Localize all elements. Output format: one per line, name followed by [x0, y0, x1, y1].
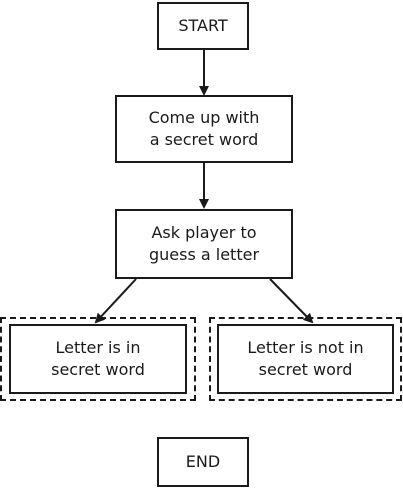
- start-node: START: [157, 2, 249, 50]
- come-up-label: Come up with a secret word: [148, 108, 260, 149]
- letter-in-dashed-frame: [0, 317, 196, 401]
- letter-not-in-dashed-frame: [209, 317, 402, 401]
- end-node: END: [157, 437, 249, 487]
- end-label: END: [185, 452, 221, 471]
- start-label: START: [178, 16, 228, 35]
- letter-not-in-node: Letter is not in secret word: [217, 324, 394, 394]
- come-up-node: Come up with a secret word: [115, 95, 293, 163]
- letter-not-in-label: Letter is not in secret word: [247, 338, 364, 379]
- arrow-ask-player-to-letter-in: [94, 278, 137, 324]
- arrow-ask-player-to-letter-not-in: [269, 278, 314, 324]
- letter-in-label: Letter is in secret word: [51, 338, 145, 379]
- ask-player-label: Ask player to guess a letter: [148, 223, 260, 264]
- letter-in-node: Letter is in secret word: [9, 324, 187, 394]
- ask-player-node: Ask player to guess a letter: [115, 209, 293, 279]
